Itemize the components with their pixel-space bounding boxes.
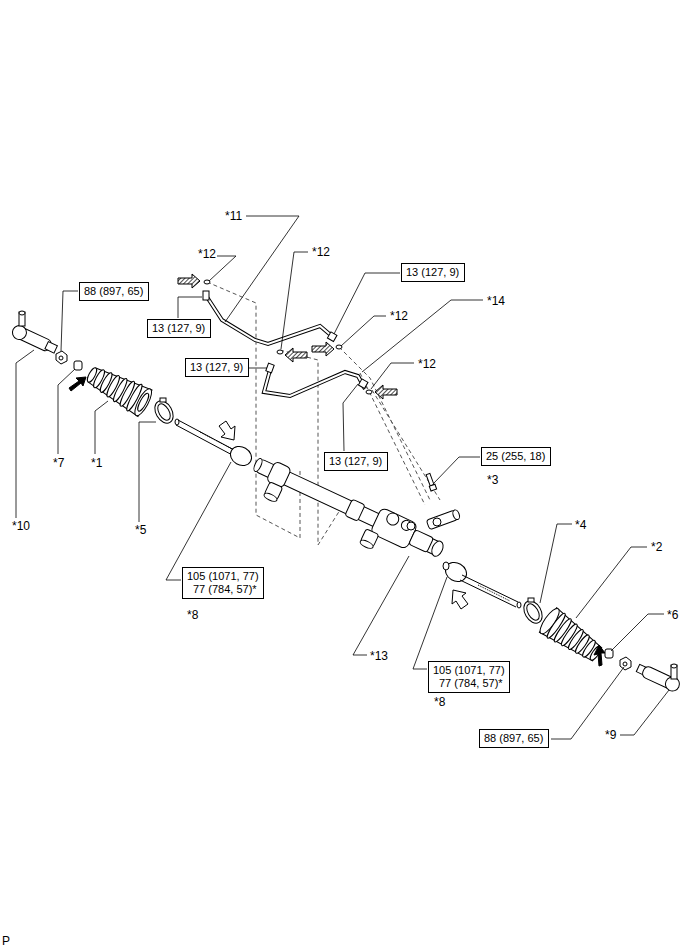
torque-value: 13 (127, 9): [152, 322, 206, 335]
callout-number: *1: [90, 456, 103, 470]
torque-value: 77 (784, 57)*: [187, 583, 259, 596]
callout-number: *12: [197, 247, 217, 261]
callout-number: *10: [11, 519, 31, 533]
callout-number: *14: [486, 294, 506, 308]
callout-number: *5: [134, 523, 147, 537]
torque-value: 105 (1071, 77): [433, 664, 505, 677]
torque-value: 88 (897, 65): [484, 732, 544, 745]
callout-number: *13: [369, 649, 389, 663]
callout-number: *2: [650, 540, 663, 554]
torque-spec-box: 13 (127, 9): [401, 263, 465, 282]
callout-number: *8: [186, 608, 199, 622]
callout-number: *8: [433, 695, 446, 709]
torque-spec-box: 13 (127, 9): [147, 319, 211, 338]
torque-spec-box: 88 (897, 65): [79, 282, 149, 301]
callout-number: *11: [224, 209, 243, 223]
callout-number: *3: [486, 473, 499, 487]
torque-value: 13 (127, 9): [190, 361, 244, 374]
torque-value: 13 (127, 9): [329, 455, 383, 468]
callout-number: *12: [311, 245, 331, 259]
torque-spec-box: 105 (1071, 77)77 (784, 57)*: [182, 567, 264, 599]
callout-number: *6: [666, 608, 679, 622]
torque-spec-box: 13 (127, 9): [324, 452, 388, 471]
torque-value: 25 (255, 18): [486, 450, 546, 463]
torque-value: 88 (897, 65): [84, 285, 144, 298]
callout-number: *12: [389, 309, 409, 323]
torque-value: 77 (784, 57)*: [433, 677, 505, 690]
page-mark: P: [1, 934, 11, 948]
callout-number: *4: [574, 518, 587, 532]
torque-value: 105 (1071, 77): [187, 570, 259, 583]
torque-spec-box: 25 (255, 18): [481, 447, 551, 466]
torque-spec-box: 13 (127, 9): [185, 358, 249, 377]
torque-value: 13 (127, 9): [406, 266, 460, 279]
callout-number: *9: [604, 728, 617, 742]
torque-spec-box: 105 (1071, 77)77 (784, 57)*: [428, 661, 510, 693]
torque-spec-box: 88 (897, 65): [479, 729, 549, 748]
callout-number: *12: [417, 357, 437, 371]
callout-number: *7: [52, 456, 65, 470]
